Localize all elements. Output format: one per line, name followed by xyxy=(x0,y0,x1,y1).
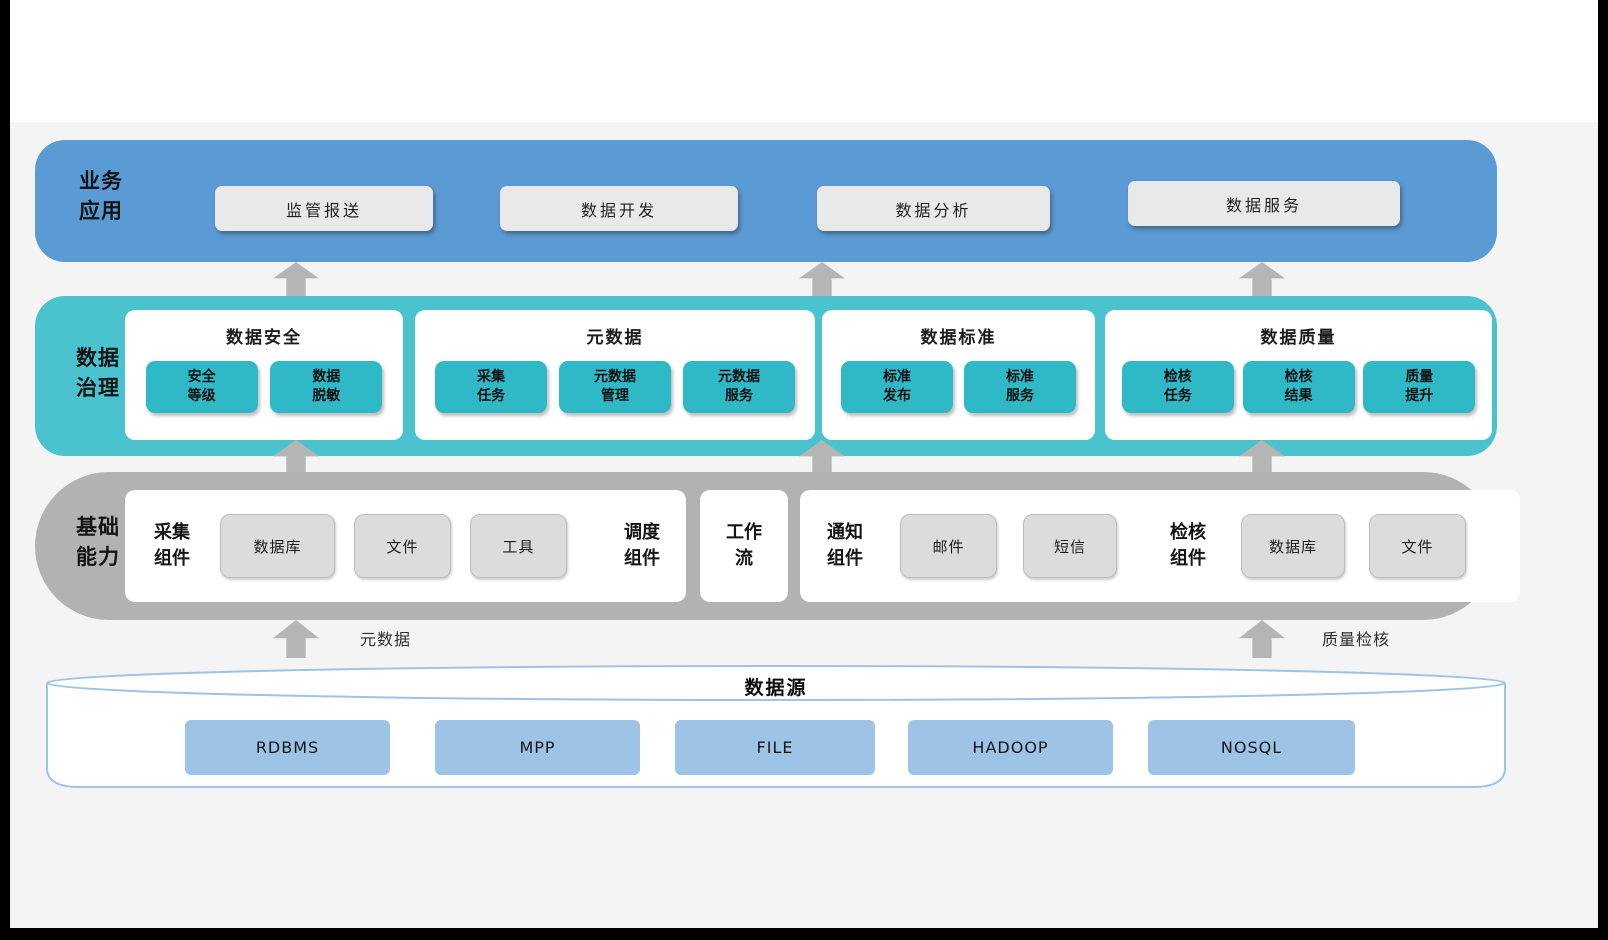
arrow-label-metadata: 元数据 xyxy=(360,630,412,649)
datasource-item-file: FILE xyxy=(675,720,875,775)
foundation-group-workflow: 工作 流 xyxy=(700,490,788,602)
governance-group-data-security: 数据安全 安全 等级 数据 脱敏 xyxy=(125,310,403,440)
right-black-bar xyxy=(1598,0,1608,940)
business-item-data-analysis: 数据分析 xyxy=(817,186,1050,231)
collection-item-database: 数据库 xyxy=(220,514,335,578)
group-title: 元数据 xyxy=(586,328,644,348)
group-title: 数据标准 xyxy=(920,328,997,348)
notification-item-sms: 短信 xyxy=(1023,514,1117,578)
governance-layer-label: 数据 治理 xyxy=(76,346,120,401)
gov-item-data-masking: 数据 脱敏 xyxy=(270,361,383,413)
foundation-group-check: 检核 组件 数据库 文件 xyxy=(1145,490,1520,602)
collection-item-file: 文件 xyxy=(354,514,451,578)
gov-item-standard-publish: 标准 发布 xyxy=(841,361,953,413)
business-item-data-development: 数据开发 xyxy=(500,186,738,231)
check-item-file: 文件 xyxy=(1369,514,1466,578)
group-title: 采集 组件 xyxy=(154,521,190,569)
business-item-data-service: 数据服务 xyxy=(1128,181,1400,226)
foundation-layer-label: 基础 能力 xyxy=(76,515,120,570)
left-black-bar xyxy=(0,0,10,940)
datasource-title: 数据源 xyxy=(744,677,808,699)
data-governance-layer: 数据 治理 数据安全 安全 等级 数据 脱敏 元数据 采集 任务 元数据 管理 … xyxy=(35,296,1497,456)
datasource-item-rdbms: RDBMS xyxy=(185,720,390,775)
datasource-layer: 数据源 RDBMS MPP FILE HADOOP NOSQL xyxy=(45,662,1507,790)
group-title: 数据质量 xyxy=(1260,328,1337,348)
gov-item-collection-task: 采集 任务 xyxy=(435,361,547,413)
bottom-black-bar xyxy=(0,928,1608,940)
datasource-item-mpp: MPP xyxy=(435,720,640,775)
group-title: 检核 组件 xyxy=(1170,521,1206,569)
group-row: 采集 任务 元数据 管理 元数据 服务 xyxy=(415,361,815,413)
foundation-group-notification: 通知 组件 邮件 短信 xyxy=(800,490,1164,602)
gov-item-metadata-service: 元数据 服务 xyxy=(683,361,795,413)
foundation-group-collection: 采集 组件 数据库 文件 工具 xyxy=(125,490,621,602)
governance-group-data-quality: 数据质量 检核 任务 检核 结果 质量 提升 xyxy=(1105,310,1492,440)
group-row: 检核 任务 检核 结果 质量 提升 xyxy=(1105,361,1492,413)
foundation-group-scheduling: 调度 组件 xyxy=(598,490,686,602)
datasource-item-hadoop: HADOOP xyxy=(908,720,1113,775)
group-title: 通知 组件 xyxy=(827,521,863,569)
datasource-item-nosql: NOSQL xyxy=(1148,720,1355,775)
notification-item-email: 邮件 xyxy=(900,514,997,578)
business-item-regulatory-report: 监管报送 xyxy=(215,186,433,231)
gov-item-standard-service: 标准 服务 xyxy=(964,361,1076,413)
gov-item-check-result: 检核 结果 xyxy=(1242,361,1355,413)
governance-group-data-standard: 数据标准 标准 发布 标准 服务 xyxy=(822,310,1095,440)
group-title: 数据安全 xyxy=(226,328,302,348)
foundation-capability-layer: 基础 能力 采集 组件 数据库 文件 工具 调度 组件 工作 流 通知 组件 邮… xyxy=(35,472,1520,620)
gov-item-quality-improve: 质量 提升 xyxy=(1363,361,1476,413)
check-item-database: 数据库 xyxy=(1241,514,1345,578)
group-row: 标准 发布 标准 服务 xyxy=(822,361,1095,413)
arrow-label-quality-check: 质量检核 xyxy=(1322,630,1391,649)
group-title: 工作 流 xyxy=(726,521,762,569)
gov-item-security-level: 安全 等级 xyxy=(145,361,258,413)
group-title: 调度 组件 xyxy=(624,521,660,569)
gov-item-metadata-management: 元数据 管理 xyxy=(559,361,671,413)
business-application-layer: 业务 应用 监管报送 数据开发 数据分析 数据服务 xyxy=(35,140,1497,262)
governance-group-metadata: 元数据 采集 任务 元数据 管理 元数据 服务 xyxy=(415,310,815,440)
group-row: 安全 等级 数据 脱敏 xyxy=(125,361,403,413)
business-layer-label: 业务 应用 xyxy=(79,169,123,224)
collection-item-tool: 工具 xyxy=(470,514,567,578)
gov-item-check-task: 检核 任务 xyxy=(1121,361,1234,413)
